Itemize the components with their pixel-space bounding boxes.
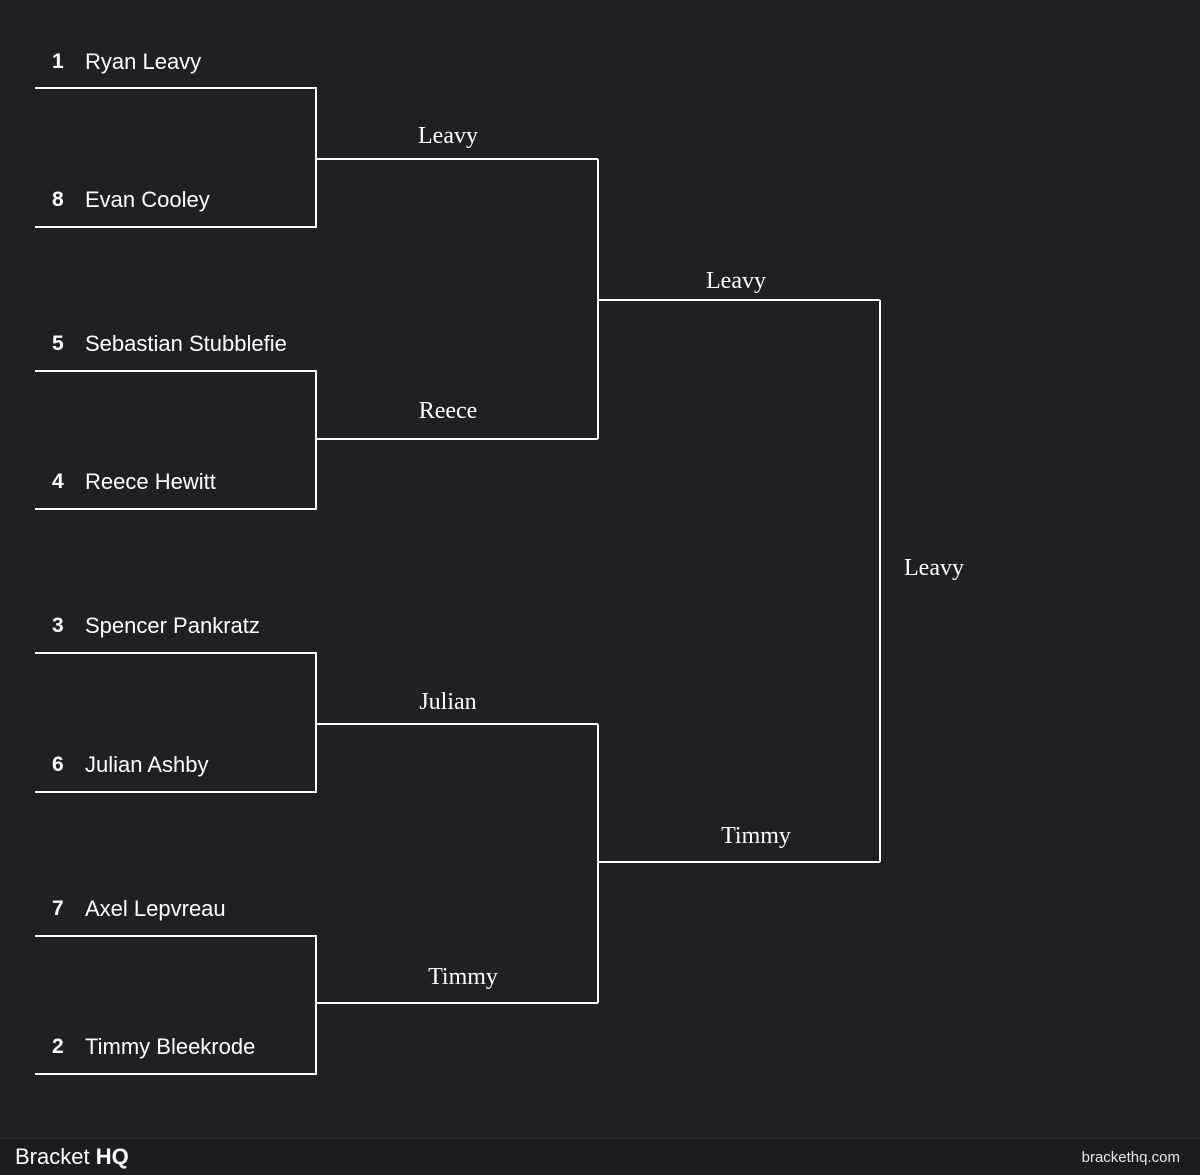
seed-number: 1: [52, 50, 64, 73]
player-name: Reece Hewitt: [85, 469, 216, 494]
player-name: Julian Ashby: [85, 752, 209, 777]
champion: Leavy: [904, 555, 964, 581]
seed-number: 6: [52, 753, 64, 776]
round2-winner: Julian: [419, 689, 477, 715]
match-line-r1-3: [35, 652, 598, 793]
match-line-r1-2: [35, 370, 598, 510]
seed-number: 2: [52, 1035, 64, 1058]
seed-entry: 4 Reece Hewitt: [52, 467, 297, 497]
footer: Bracket HQ brackethq.com: [0, 1138, 1200, 1175]
seed-entry: 6 Julian Ashby: [52, 750, 297, 780]
player-name: Timmy Bleekrode: [85, 1034, 256, 1059]
player-name: Ryan Leavy: [85, 49, 202, 74]
seed-entry: 2 Timmy Bleekrode: [52, 1032, 297, 1062]
player-name: Evan Cooley: [85, 187, 210, 212]
seed-entry: 7 Axel Lepvreau: [52, 894, 297, 924]
round2-winner: Timmy: [428, 964, 498, 990]
player-name: Sebastian Stubblefie: [85, 331, 287, 356]
seed-entry: 1 Ryan Leavy: [52, 47, 297, 77]
player-name: Spencer Pankratz: [85, 613, 260, 638]
round3-winner: Timmy: [721, 823, 791, 849]
match-line-r1-1: [35, 87, 598, 228]
seed-number: 5: [52, 332, 64, 355]
player-name: Axel Lepvreau: [85, 896, 226, 921]
brand-logo[interactable]: Bracket HQ: [15, 1144, 129, 1170]
brand-bold: HQ: [95, 1144, 129, 1169]
seed-number: 4: [52, 470, 64, 493]
seed-entry: 8 Evan Cooley: [52, 185, 297, 215]
match-line-r2-1: [597, 159, 880, 439]
seed-number: 7: [52, 897, 64, 920]
round2-winner: Reece: [418, 398, 478, 424]
site-link[interactable]: brackethq.com: [1081, 1149, 1180, 1166]
seed-entry: 5 Sebastian Stubblefie: [52, 329, 297, 359]
brand-prefix: Bracket: [15, 1144, 96, 1169]
round3-winner: Leavy: [706, 268, 766, 294]
seed-number: 8: [52, 188, 64, 211]
round2-winner: Leavy: [418, 123, 478, 149]
match-line-r1-4: [35, 935, 598, 1075]
seed-entry: 3 Spencer Pankratz: [52, 611, 297, 641]
seed-number: 3: [52, 614, 64, 637]
match-line-r2-2: [597, 724, 880, 1003]
